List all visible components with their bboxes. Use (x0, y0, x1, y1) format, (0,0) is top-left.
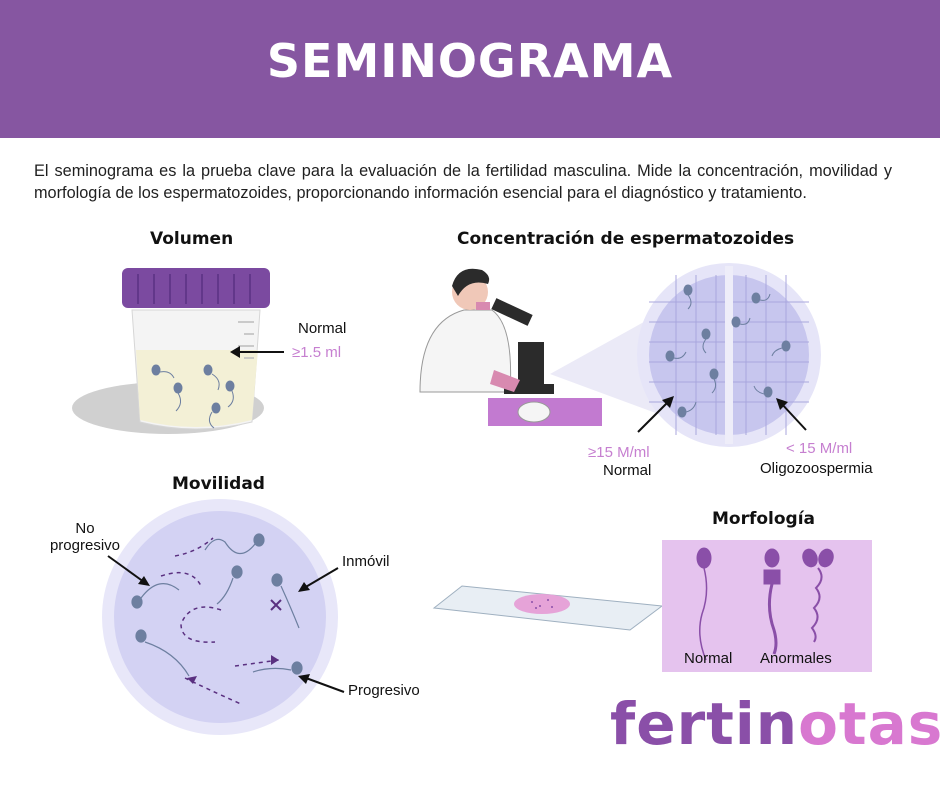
concentracion-low-label: Oligozoospermia (760, 460, 873, 477)
concentracion-low-arrow (776, 398, 807, 431)
no-progresivo-label: No progresivo (49, 520, 121, 554)
concentracion-title: Concentración de espermatozoides (457, 229, 795, 249)
volumen-arrow (230, 346, 284, 358)
morfologia-normal-label: Normal (684, 650, 733, 667)
progresivo-label: Progresivo (348, 682, 420, 699)
fertinotas-logo: fertinotas (610, 690, 940, 758)
progresivo-arrow (298, 674, 345, 693)
concentracion-normal-arrow (637, 396, 674, 433)
morphology-panel (662, 540, 872, 672)
concentracion-low-value: < 15 M/ml (786, 440, 853, 457)
morfologia-anormales-label: Anormales (760, 650, 832, 667)
morfologia-title: Morfología (712, 509, 816, 529)
volumen-title: Volumen (150, 229, 234, 249)
movilidad-title: Movilidad (172, 474, 265, 494)
microscope-slide-illustration (432, 585, 664, 631)
motility-circle (102, 499, 338, 735)
no-progresivo-arrow (107, 555, 150, 586)
inmovil-label: Inmóvil (342, 553, 390, 570)
intro-paragraph: El seminograma es la prueba clave para l… (34, 162, 892, 202)
header-banner (0, 0, 940, 138)
concentracion-normal-value: ≥15 M/ml (588, 444, 650, 461)
volumen-normal-label: Normal (298, 320, 347, 337)
logo-part1: fertin (610, 690, 799, 758)
concentracion-normal-label: Normal (603, 462, 652, 479)
sample-cup-illustration (72, 268, 270, 434)
logo-part2: otas (798, 690, 940, 758)
page-title: SEMINOGRAMA (266, 34, 674, 88)
counting-chamber-circle (637, 263, 821, 447)
scientist-microscope-illustration (419, 268, 602, 426)
inmovil-arrow (298, 567, 339, 592)
volumen-value: ≥1.5 ml (292, 344, 342, 361)
